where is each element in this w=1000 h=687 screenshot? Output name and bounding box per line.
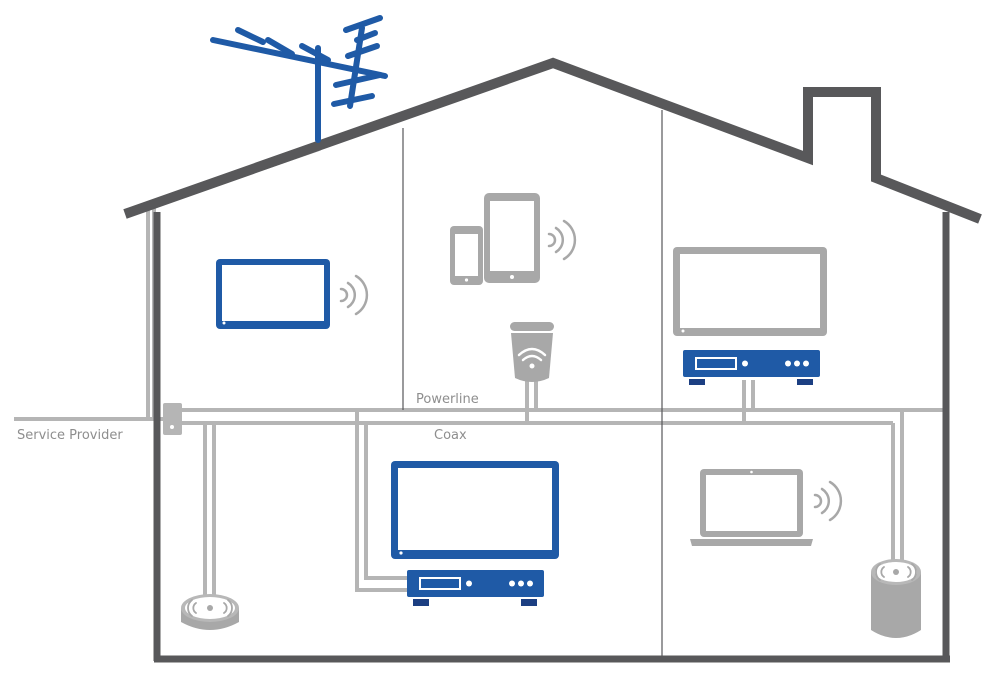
wifi-extender-icon [510,322,554,382]
house [123,57,982,663]
set-top-box-icon [407,570,544,606]
tablet-icon [484,193,540,283]
smart-tv-icon [216,259,330,329]
powerline-label: Powerline [416,392,479,407]
coax-label: Coax [434,428,467,443]
mesh-router-icon [871,559,921,638]
mesh-router-icon [181,594,239,630]
wall-jack-icon [163,403,182,435]
tv-icon [673,247,827,336]
smartphone-icon [450,226,483,285]
service-provider-label: Service Provider [17,428,123,443]
wireless-signal-icon [813,480,843,522]
tv-icon [391,461,559,559]
tv-antenna-icon [210,15,388,143]
roof [123,57,982,224]
set-top-box-icon [683,350,820,385]
laptop-icon [690,469,813,546]
wireless-signal-icon [339,274,369,316]
wireless-signal-icon [547,219,577,261]
